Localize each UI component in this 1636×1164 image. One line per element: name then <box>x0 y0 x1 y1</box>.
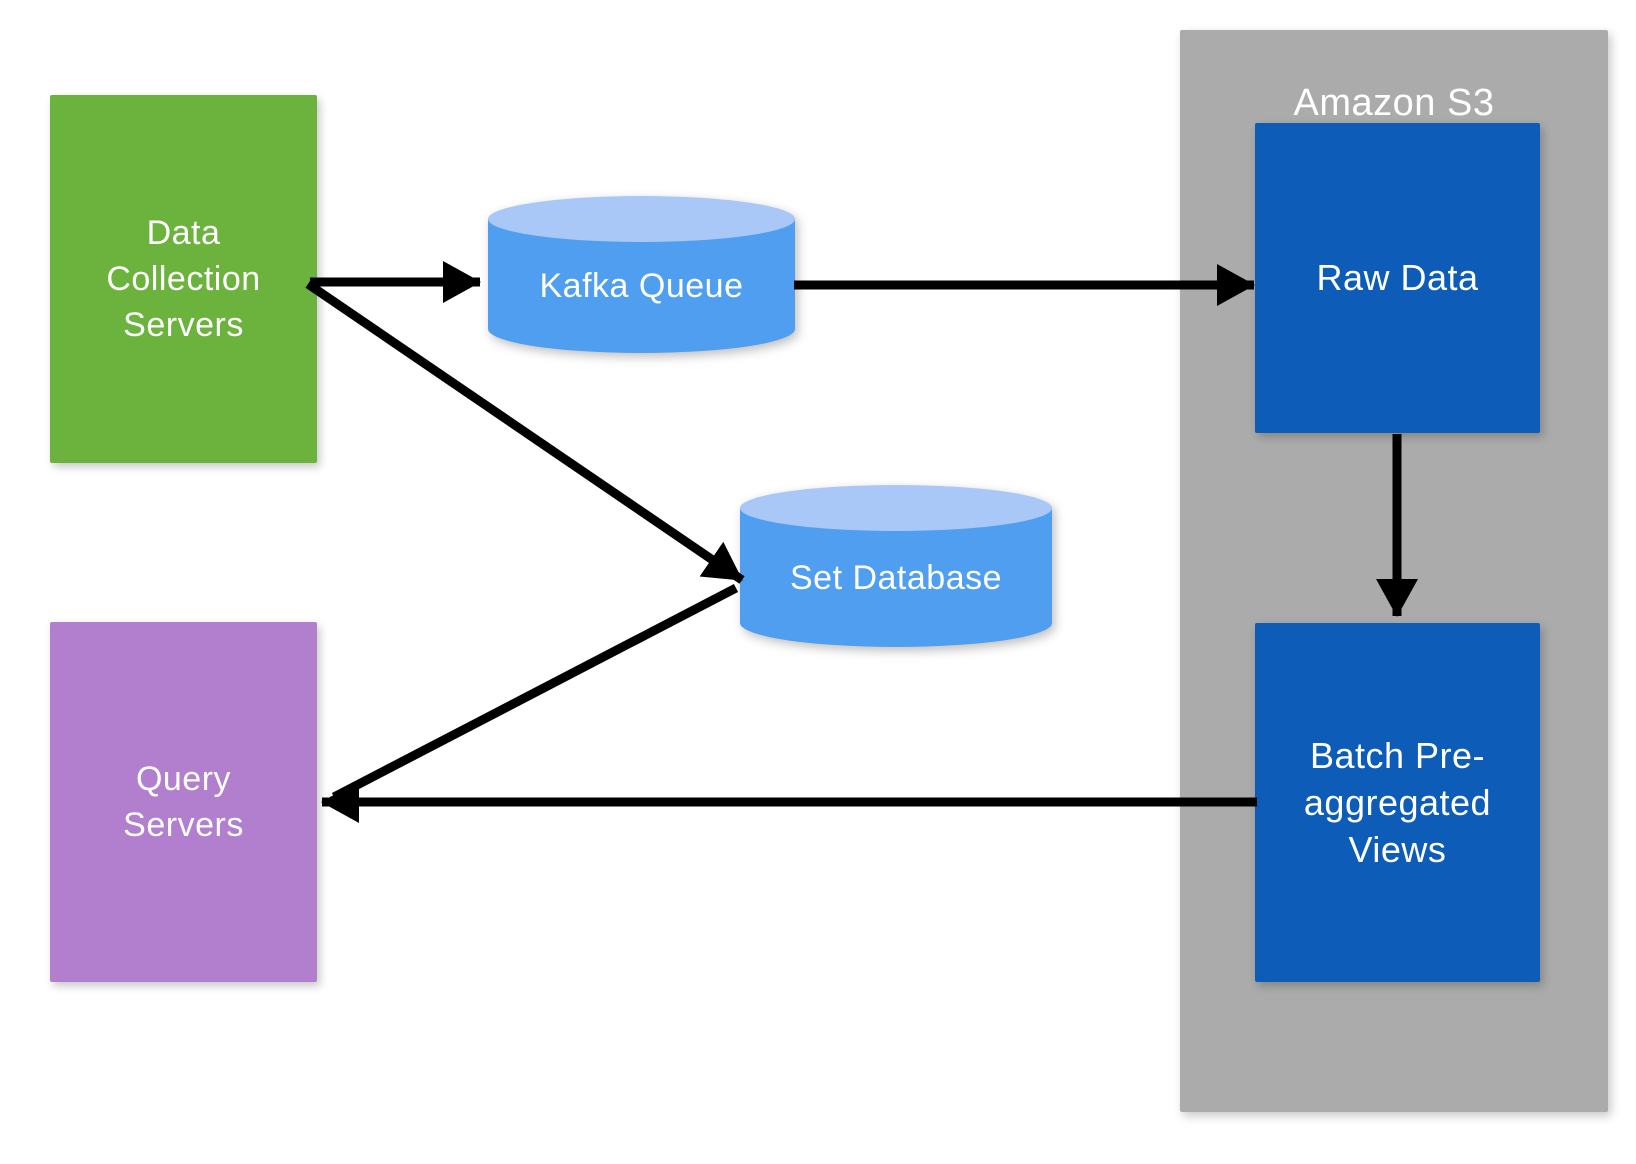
raw-data-node: Raw Data <box>1255 123 1540 433</box>
arrow-setdb-to-query <box>331 584 739 801</box>
label-line: aggregated <box>1303 782 1492 823</box>
cylinder-top <box>740 485 1052 531</box>
raw-data-label: Raw Data <box>1316 257 1479 298</box>
label-line: Views <box>1348 829 1447 870</box>
query-servers-label: Query Servers <box>123 756 244 848</box>
kafka-queue-label: Kafka Queue <box>539 267 744 305</box>
cylinder-top <box>488 196 795 242</box>
batch-preaggregated-views-node: Batch Pre- aggregated Views <box>1255 623 1540 982</box>
cylinder-body <box>740 508 1052 647</box>
kafka-queue-node: Kafka Queue <box>488 196 795 353</box>
label-line: Servers <box>123 806 244 844</box>
set-database-node: Set Database <box>740 485 1052 647</box>
batch-preaggregated-views-label: Batch Pre- aggregated Views <box>1304 732 1491 873</box>
label-line: Data <box>146 214 221 252</box>
set-database-label: Set Database <box>789 558 1003 597</box>
amazon-s3-label: Amazon S3 <box>1293 82 1495 124</box>
query-servers-node: Query Servers <box>50 622 317 982</box>
data-collection-servers-node: Data Collection Servers <box>50 95 317 463</box>
label-line: Batch Pre- <box>1309 735 1486 776</box>
label-line: Query <box>135 760 232 798</box>
label-line: Servers <box>123 306 244 344</box>
data-collection-servers-label: Data Collection Servers <box>106 210 260 348</box>
label-line: Collection <box>106 260 261 298</box>
